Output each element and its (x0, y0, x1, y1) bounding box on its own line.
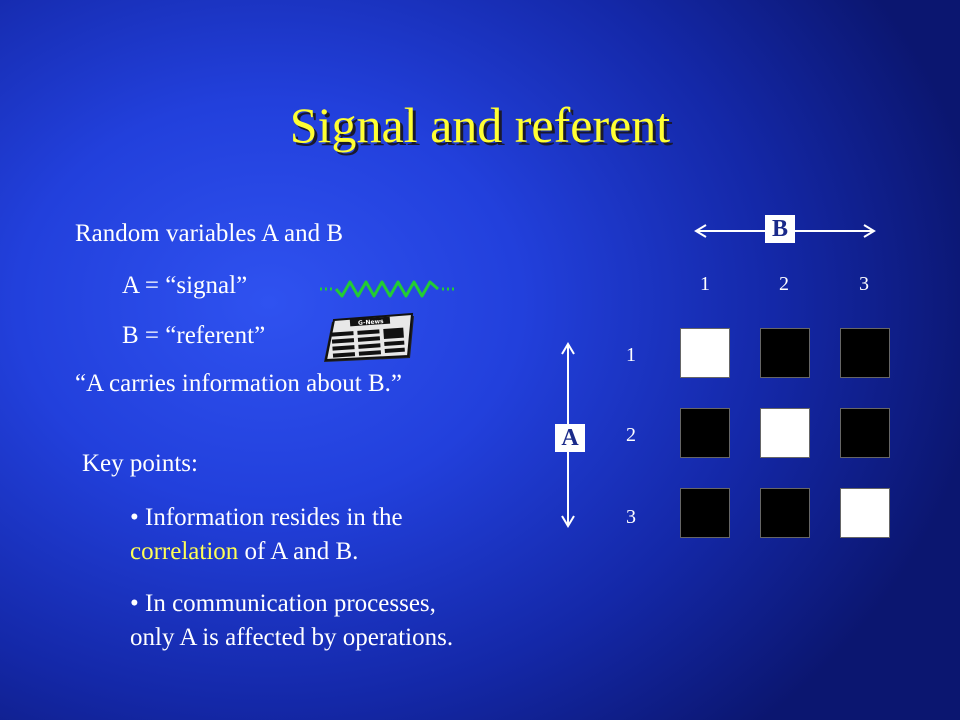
col-label-1: 1 (700, 273, 710, 295)
row-label-1: 1 (626, 344, 636, 366)
bullet-1-line-2: correlation of A and B. (130, 538, 358, 566)
matrix-cell-1-2 (760, 328, 810, 378)
newspaper-masthead: G-News (358, 318, 384, 327)
matrix-cell-1-3 (840, 328, 890, 378)
matrix-cell-2-2 (760, 408, 810, 458)
newspaper-icon: G-News (324, 312, 414, 362)
matrix-cell-2-3 (840, 408, 890, 458)
signal-definition: A = “signal” (122, 272, 248, 299)
quote-text: “A carries information about B.” (75, 370, 402, 397)
bullet-2-line-2: only A is affected by operations. (130, 624, 454, 651)
key-points-label: Key points: (82, 450, 198, 477)
row-label-3: 3 (626, 506, 636, 528)
bullet-1-tail: of A and B. (238, 538, 359, 565)
col-label-2: 2 (779, 273, 789, 295)
bullet-1-line-1: • Information resides in the (130, 504, 403, 531)
bullet-2-line-1: • In communication processes, (130, 590, 436, 617)
matrix-cell-3-1 (680, 488, 730, 538)
a-axis-label: A (555, 424, 585, 452)
col-label-3: 3 (859, 273, 869, 295)
matrix-cell-1-1 (680, 328, 730, 378)
signal-wave-icon (320, 280, 456, 298)
slide-title: Signal and referent (289, 97, 671, 153)
b-axis-label: B (765, 215, 795, 243)
matrix-cell-3-2 (760, 488, 810, 538)
correlation-highlight: correlation (130, 538, 239, 565)
matrix-cell-2-1 (680, 408, 730, 458)
referent-definition: B = “referent” (122, 322, 266, 349)
row-label-2: 2 (626, 424, 636, 446)
intro-text: Random variables A and B (75, 220, 344, 247)
matrix-cell-3-3 (840, 488, 890, 538)
